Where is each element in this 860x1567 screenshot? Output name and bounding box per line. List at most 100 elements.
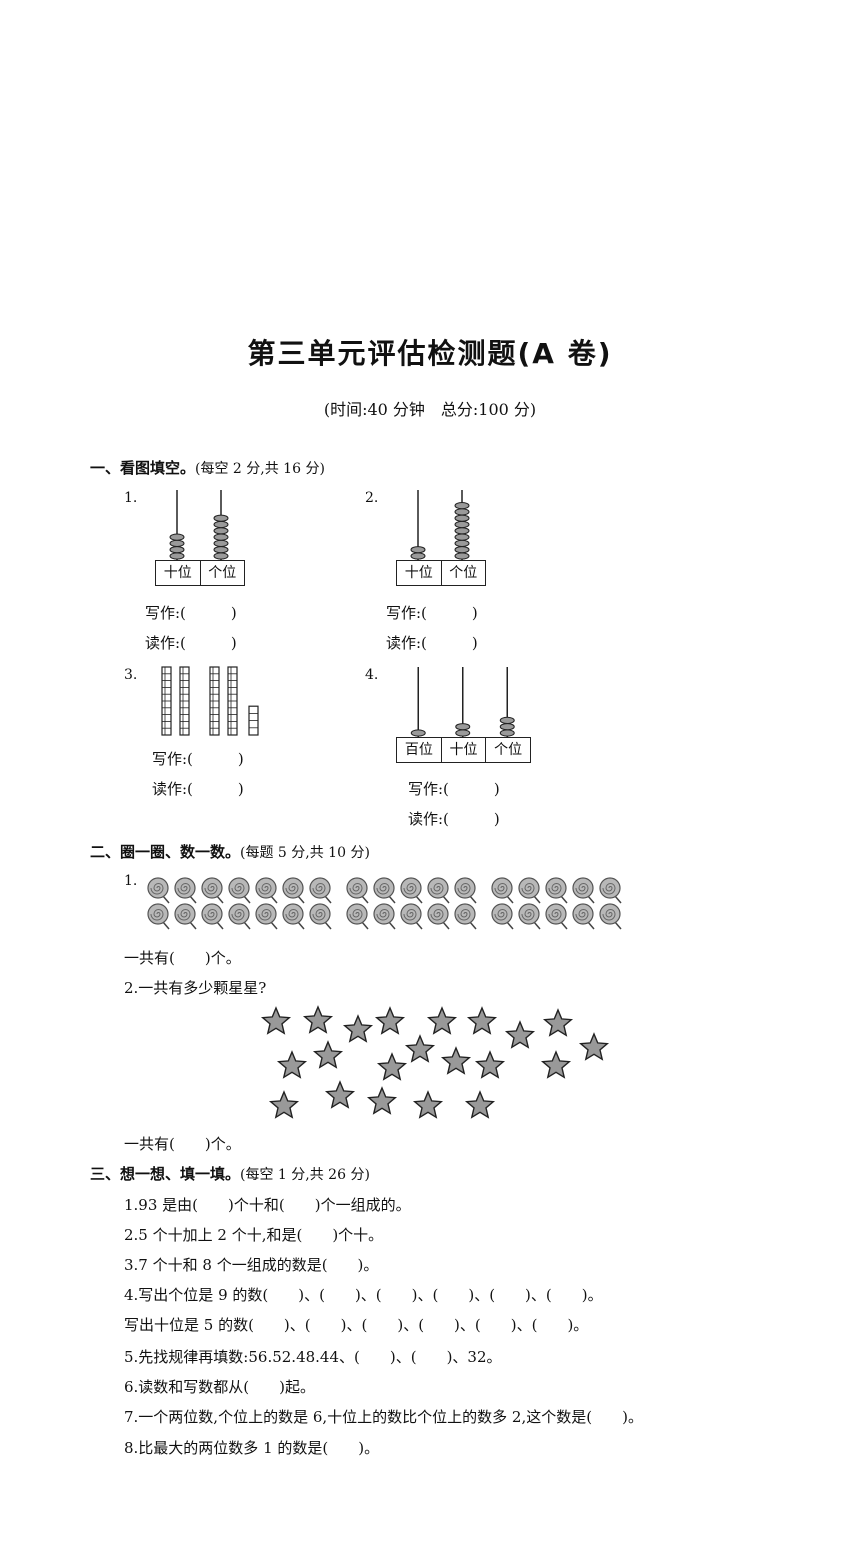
abacus-bead (454, 539, 470, 548)
lollipop-swirl (312, 883, 326, 895)
section-3-heading: 三、想一想、填一填。(每空 1 分,共 26 分) (90, 1163, 370, 1184)
lollipop-stick (297, 895, 305, 904)
abacus-bead (213, 552, 229, 560)
s2-q1-answer: 一共有( )个。 (124, 949, 241, 967)
lollipop-swirl (177, 883, 191, 895)
abacus-bead (454, 520, 470, 529)
lollipop-stick (506, 921, 514, 930)
star-icon (466, 1006, 498, 1035)
q4-read-answer: 读作:( ) (408, 810, 500, 828)
abacus-bead (499, 729, 515, 737)
s3-line-5: 5.先找规律再填数:56.52.48.44、( )、( )、32。 (124, 1348, 502, 1366)
s3-line-4: 4.写出个位是 9 的数( )、( )、( )、( )、( )、( )。 (124, 1286, 603, 1304)
section-1-heading: 一、看图填空。(每空 2 分,共 16 分) (90, 457, 325, 478)
lollipop-swirl (403, 883, 417, 895)
lollipop-swirl (548, 909, 562, 921)
lollipop-stick (587, 895, 595, 904)
s2-q2-answer: 一共有( )个。 (124, 1135, 241, 1153)
star-icon (542, 1008, 574, 1037)
page-title: 第三单元评估检测题(A 卷) (247, 337, 613, 370)
star-icon (302, 1005, 334, 1034)
star-icon (464, 1090, 496, 1119)
stars-diagram (260, 1005, 610, 1119)
section-1-note: (每空 2 分,共 16 分) (195, 461, 325, 477)
star-icon (312, 1040, 344, 1069)
star-icon (578, 1032, 610, 1061)
lollipop-stick (442, 895, 450, 904)
star-icon (474, 1050, 506, 1079)
lollipop-swirl (312, 909, 326, 921)
abacus-bead (454, 552, 470, 560)
lollipop-swirl (231, 909, 245, 921)
lollipop-stick (216, 895, 224, 904)
place-label: 个位 (449, 565, 478, 581)
lollipop-stick (297, 921, 305, 930)
abacus-bead (169, 539, 185, 548)
lollipop-swirl (457, 909, 471, 921)
lollipop-stick (587, 921, 595, 930)
abacus-bead (410, 546, 426, 554)
lollipop-swirl (204, 909, 218, 921)
lollipop-stick (506, 895, 514, 904)
q1-read-answer: 读作:( ) (145, 634, 237, 652)
q2-read-answer: 读作:( ) (386, 634, 478, 652)
lollipop-swirl (349, 909, 363, 921)
lollipop-stick (560, 921, 568, 930)
lollipop-stick (442, 921, 450, 930)
place-value-box-1: 十位 个位 (155, 560, 245, 586)
star-icon (426, 1006, 458, 1035)
lollipop-swirl (521, 909, 535, 921)
lollipop-swirl (430, 909, 444, 921)
s3-line-1: 1.93 是由( )个十和( )个一组成的。 (124, 1196, 411, 1214)
lollipop-swirl (231, 883, 245, 895)
lollipop-stick (533, 921, 541, 930)
abacus-bead (169, 533, 185, 541)
lollipop-stick (162, 921, 170, 930)
s3-line-7: 7.一个两位数,个位上的数是 6,十位上的数比个位上的数多 2,这个数是( )。 (124, 1408, 643, 1426)
lollipop-stick (388, 921, 396, 930)
lollipop-stick (270, 895, 278, 904)
lollipop-stick (216, 921, 224, 930)
lollipop-swirl (285, 909, 299, 921)
star-icon (412, 1090, 444, 1119)
lollipop-stick (388, 895, 396, 904)
star-icon (404, 1034, 436, 1063)
abacus-bead (454, 533, 470, 541)
star-icon (276, 1050, 308, 1079)
s3-line-4b: 写出十位是 5 的数( )、( )、( )、( )、( )、( )。 (124, 1316, 589, 1334)
lollipop-swirl (376, 883, 390, 895)
lollipop-swirl (494, 883, 508, 895)
q4-number: 4. (365, 667, 379, 683)
abacus-bead (213, 527, 229, 535)
abacus-bead (213, 514, 229, 522)
q1-number: 1. (124, 490, 138, 506)
abacus-bead (213, 520, 229, 529)
star-icon (504, 1020, 536, 1049)
place-value-box-2: 十位 个位 (396, 560, 486, 586)
abacus-bead (499, 723, 515, 731)
star-icon (268, 1090, 300, 1119)
section-2-note: (每题 5 分,共 10 分) (240, 845, 370, 861)
place-label: 个位 (208, 565, 237, 581)
star-icon (366, 1086, 398, 1115)
star-icon (324, 1080, 356, 1109)
lollipop-stick (469, 921, 477, 930)
lollipop-swirl (575, 909, 589, 921)
abacus-bead (169, 546, 185, 554)
ten-sticks-diagram (161, 666, 259, 736)
place-label: 十位 (442, 738, 487, 762)
s3-line-6: 6.读数和写数都从( )起。 (124, 1378, 316, 1396)
section-1-title: 一、看图填空。 (90, 459, 196, 477)
abacus-bead (499, 716, 515, 725)
lollipop-stick (614, 895, 622, 904)
q2-number: 2. (365, 490, 379, 506)
lollipop-stick (415, 921, 423, 930)
lollipop-swirl (150, 883, 164, 895)
lollipop-swirl (548, 883, 562, 895)
lollipop-stick (415, 895, 423, 904)
abacus-bead (454, 546, 470, 554)
lollipop-stick (324, 895, 332, 904)
place-label: 十位 (156, 561, 201, 585)
abacus-bead (455, 729, 471, 737)
abacus-diagram-1 (169, 490, 229, 560)
